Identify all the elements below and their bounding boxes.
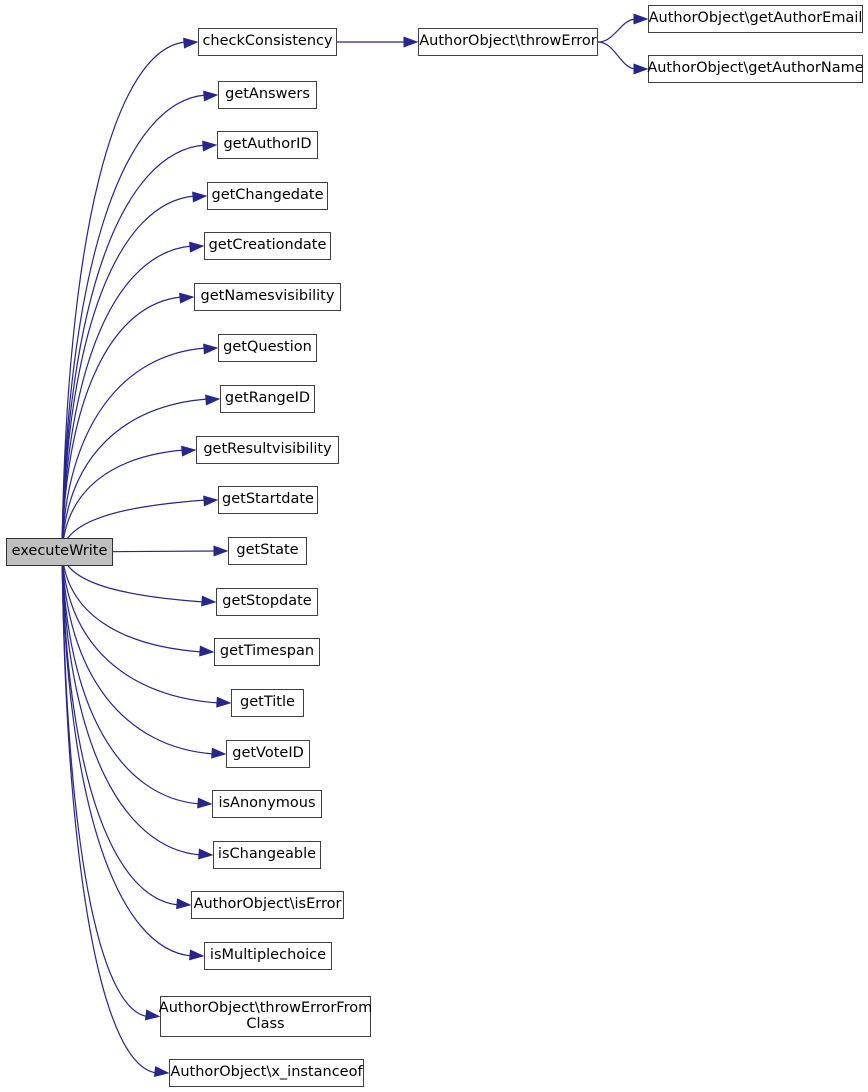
graph-node-gettimespan[interactable]: getTimespan — [214, 638, 320, 666]
graph-node-getchangedate[interactable]: getChangedate — [207, 182, 328, 210]
graph-node-ismultiplechoice[interactable]: isMultiplechoice — [204, 942, 332, 970]
graph-node-gettitle[interactable]: getTitle — [231, 689, 304, 717]
edge-line — [61, 551, 158, 1074]
graph-node-isanonymous[interactable]: isAnonymous — [212, 790, 322, 818]
edge-line — [61, 551, 202, 856]
edge-line — [61, 551, 149, 1018]
edge-arrowhead — [183, 37, 199, 49]
edge-arrowhead — [192, 191, 208, 203]
graph-node-getquestion[interactable]: getQuestion — [218, 334, 317, 362]
edge-arrowhead — [216, 696, 232, 708]
edge-arrowhead — [203, 343, 219, 355]
edge-line — [61, 551, 220, 704]
graph-node-throwerror[interactable]: AuthorObject\throwError — [418, 28, 598, 56]
edge-line — [61, 245, 193, 553]
edge-arrowhead — [205, 394, 221, 406]
edge-arrowhead — [144, 1009, 161, 1021]
edge-arrowhead — [189, 241, 205, 253]
edge-line — [61, 551, 201, 805]
edge-arrowhead — [181, 445, 197, 457]
edge-line — [61, 296, 183, 553]
edge-arrowhead — [213, 545, 229, 557]
edge-arrowhead — [189, 949, 205, 961]
graph-node-getauthorname[interactable]: AuthorObject\getAuthorName — [647, 55, 864, 83]
graph-node-getauthorid[interactable]: getAuthorID — [217, 131, 318, 159]
edge-arrowhead — [199, 645, 215, 657]
edge-line — [61, 551, 180, 906]
graph-node-getcreationdate[interactable]: getCreationdate — [204, 232, 331, 260]
edge-line — [61, 449, 185, 553]
graph-node-checkconsistency[interactable]: checkConsistency — [198, 28, 337, 56]
graph-node-getnamesvisibility[interactable]: getNamesvisibility — [194, 283, 341, 311]
edge-line — [597, 18, 637, 43]
graph-node-getstate[interactable]: getState — [228, 537, 307, 565]
edge-line — [61, 398, 209, 553]
graph-node-getstartdate[interactable]: getStartdate — [218, 486, 318, 514]
graph-node-getresultvisibility[interactable]: getResultvisibility — [196, 436, 339, 464]
edge-line — [61, 347, 207, 553]
edge-arrowhead — [403, 36, 419, 48]
edge-line — [61, 551, 193, 957]
graph-node-executewrite[interactable]: executeWrite — [6, 538, 113, 566]
edge-arrowhead — [153, 1066, 170, 1078]
edge-line — [61, 41, 187, 553]
edge-line — [61, 94, 207, 553]
graph-node-ischangeable[interactable]: isChangeable — [213, 841, 321, 869]
edge-arrowhead — [633, 13, 649, 25]
edge-line — [61, 195, 196, 553]
edge-line — [597, 41, 637, 70]
edge-line — [61, 144, 206, 553]
edge-arrowhead — [201, 595, 217, 607]
graph-node-getanswers[interactable]: getAnswers — [218, 81, 317, 109]
edge-arrowhead — [203, 90, 219, 102]
graph-node-getstopdate[interactable]: getStopdate — [216, 588, 318, 616]
edge-arrowhead — [197, 797, 213, 809]
graph-node-getvoteid[interactable]: getVoteID — [226, 740, 310, 768]
graph-node-throwerrorfromclass[interactable]: AuthorObject\throwErrorFrom Class — [159, 996, 372, 1037]
edge-arrowhead — [633, 63, 649, 75]
edge-arrowhead — [203, 495, 219, 507]
edge-arrowhead — [202, 140, 218, 152]
graph-node-getrangeid[interactable]: getRangeID — [220, 385, 315, 413]
graph-node-x_instanceof[interactable]: AuthorObject\x_instanceof — [169, 1059, 364, 1087]
edge-arrowhead — [198, 848, 214, 860]
graph-node-iserror[interactable]: AuthorObject\isError — [191, 891, 344, 919]
edge-line — [61, 551, 215, 755]
edge-arrowhead — [176, 898, 192, 910]
edge-arrowhead — [211, 747, 227, 759]
graph-node-getauthoremail[interactable]: AuthorObject\getAuthorEmail — [648, 5, 863, 33]
edge-arrowhead — [179, 292, 195, 304]
edge-line — [61, 551, 203, 653]
